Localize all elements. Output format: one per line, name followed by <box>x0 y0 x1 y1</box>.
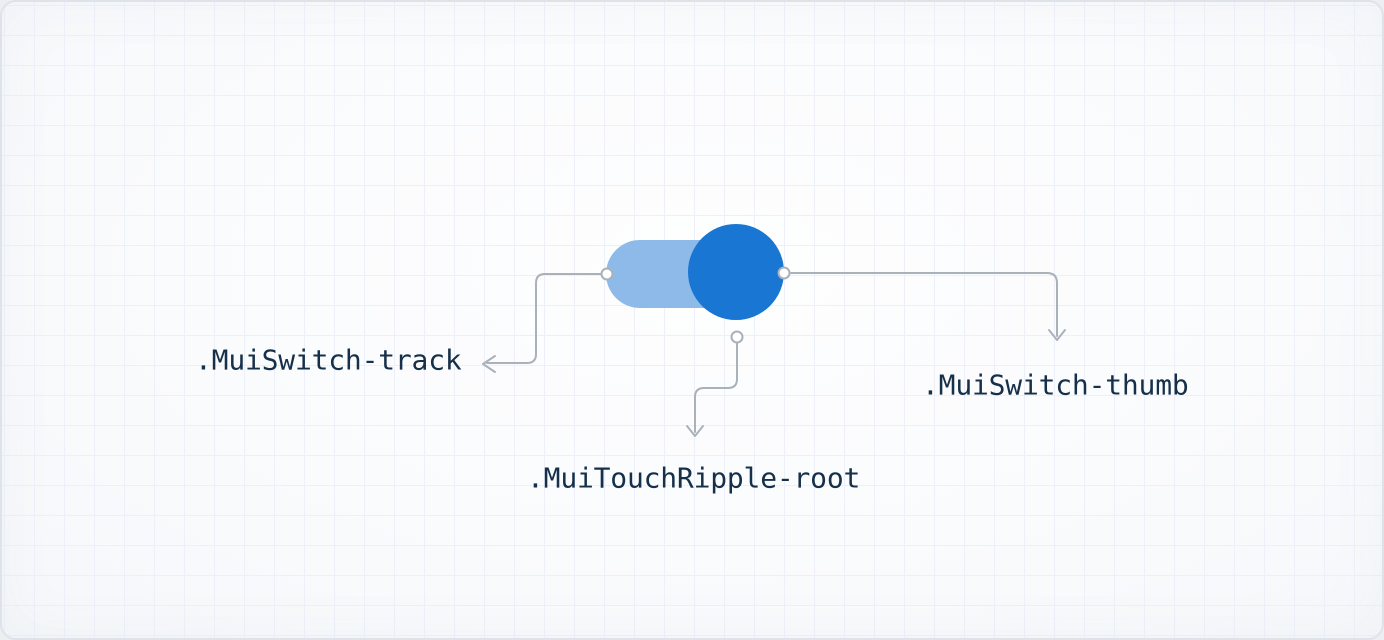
thumb-connector <box>777 266 1066 341</box>
arrow-left-icon <box>482 355 496 373</box>
track-class-label: .MuiSwitch-track <box>195 343 462 377</box>
thumb-class-label: .MuiSwitch-thumb <box>922 368 1189 402</box>
track-connector <box>482 267 614 373</box>
touch-ripple-class-label: .MuiTouchRipple-root <box>527 461 861 495</box>
touch-ripple-connector <box>686 330 744 437</box>
connector-dot <box>730 330 744 344</box>
arrow-down-icon <box>686 425 704 437</box>
arrow-down-icon <box>1048 329 1066 341</box>
switch-thumb <box>688 224 784 320</box>
